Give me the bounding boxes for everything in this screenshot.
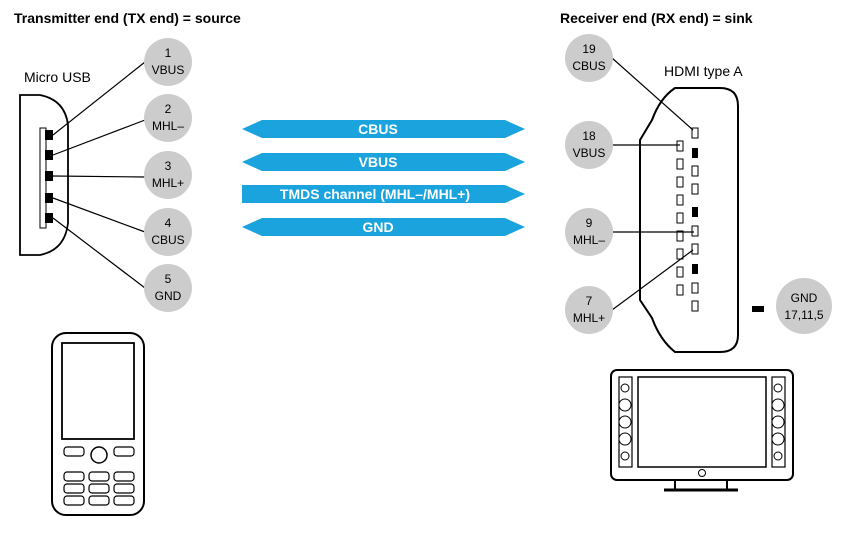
gnd-legend-swatch <box>752 306 764 312</box>
tx-pin-3: 3 MHL+ <box>144 151 192 199</box>
rx-pin-19-number: 19 <box>582 42 596 56</box>
hdmi-label: HDMI type A <box>664 63 743 79</box>
tx-pin-2-name: MHL– <box>152 119 184 133</box>
tx-pin-2: 2 MHL– <box>144 94 192 142</box>
tx-pin-1-number: 1 <box>165 46 172 60</box>
hdmi-connector <box>639 87 739 353</box>
tx-pin-1: 1 VBUS <box>144 38 192 86</box>
double-arrow-icon <box>242 218 525 236</box>
rx-pin-7: 7 MHL+ <box>565 286 613 334</box>
television-icon <box>610 369 794 492</box>
micro-usb-label: Micro USB <box>24 69 91 85</box>
tx-pin-4-number: 4 <box>165 216 172 230</box>
tx-pin-4-name: CBUS <box>151 233 184 247</box>
rx-pin-lines <box>611 57 694 311</box>
arrow-tmds-label: TMDS channel (MHL–/MHL+) <box>280 186 470 202</box>
rx-pin-9-name: MHL– <box>573 233 605 247</box>
tx-pin-lines <box>52 61 146 289</box>
tx-pin-5-name: GND <box>155 289 182 303</box>
rx-pin-18-number: 18 <box>582 129 596 143</box>
tx-pin-1-name: VBUS <box>152 63 185 77</box>
arrow-cbus: CBUS <box>242 120 525 138</box>
rx-pin-7-number: 7 <box>586 294 593 308</box>
tx-pin-3-number: 3 <box>165 159 172 173</box>
arrow-gnd-label: GND <box>362 219 393 235</box>
rx-heading: Receiver end (RX end) = sink <box>560 10 753 26</box>
tx-pin-5-number: 5 <box>165 272 172 286</box>
tx-heading: Transmitter end (TX end) = source <box>14 10 241 26</box>
rx-pin-9-number: 9 <box>586 216 593 230</box>
arrow-gnd: GND <box>242 218 525 236</box>
micro-usb-connector <box>19 94 69 256</box>
double-arrow-icon <box>242 153 525 171</box>
double-arrow-icon <box>242 120 525 138</box>
rx-pin-7-name: MHL+ <box>573 311 605 325</box>
rx-pin-9: 9 MHL– <box>565 208 613 256</box>
arrow-vbus: VBUS <box>242 153 525 171</box>
signal-arrows: CBUS VBUS TMDS channel (MHL–/MHL+) GND <box>242 120 525 236</box>
gnd-legend-name: GND <box>791 291 818 305</box>
rx-pin-18: 18 VBUS <box>565 121 613 169</box>
arrow-vbus-label: VBUS <box>359 154 398 170</box>
arrow-tmds: TMDS channel (MHL–/MHL+) <box>242 185 525 203</box>
tx-pin-5: 5 GND <box>144 264 192 312</box>
rx-pin-18-name: VBUS <box>573 146 606 160</box>
right-arrow-icon <box>242 185 525 203</box>
gnd-legend-pins: 17,11,5 <box>784 308 823 322</box>
tx-pin-4: 4 CBUS <box>144 208 192 256</box>
mobile-phone-icon <box>51 332 145 516</box>
gnd-legend-bubble: GND 17,11,5 <box>776 278 832 334</box>
rx-pin-19-name: CBUS <box>572 59 605 73</box>
rx-pin-19: 19 CBUS <box>565 34 613 82</box>
tx-pin-2-number: 2 <box>165 102 172 116</box>
tx-pin-3-name: MHL+ <box>152 176 184 190</box>
arrow-cbus-label: CBUS <box>358 121 398 137</box>
